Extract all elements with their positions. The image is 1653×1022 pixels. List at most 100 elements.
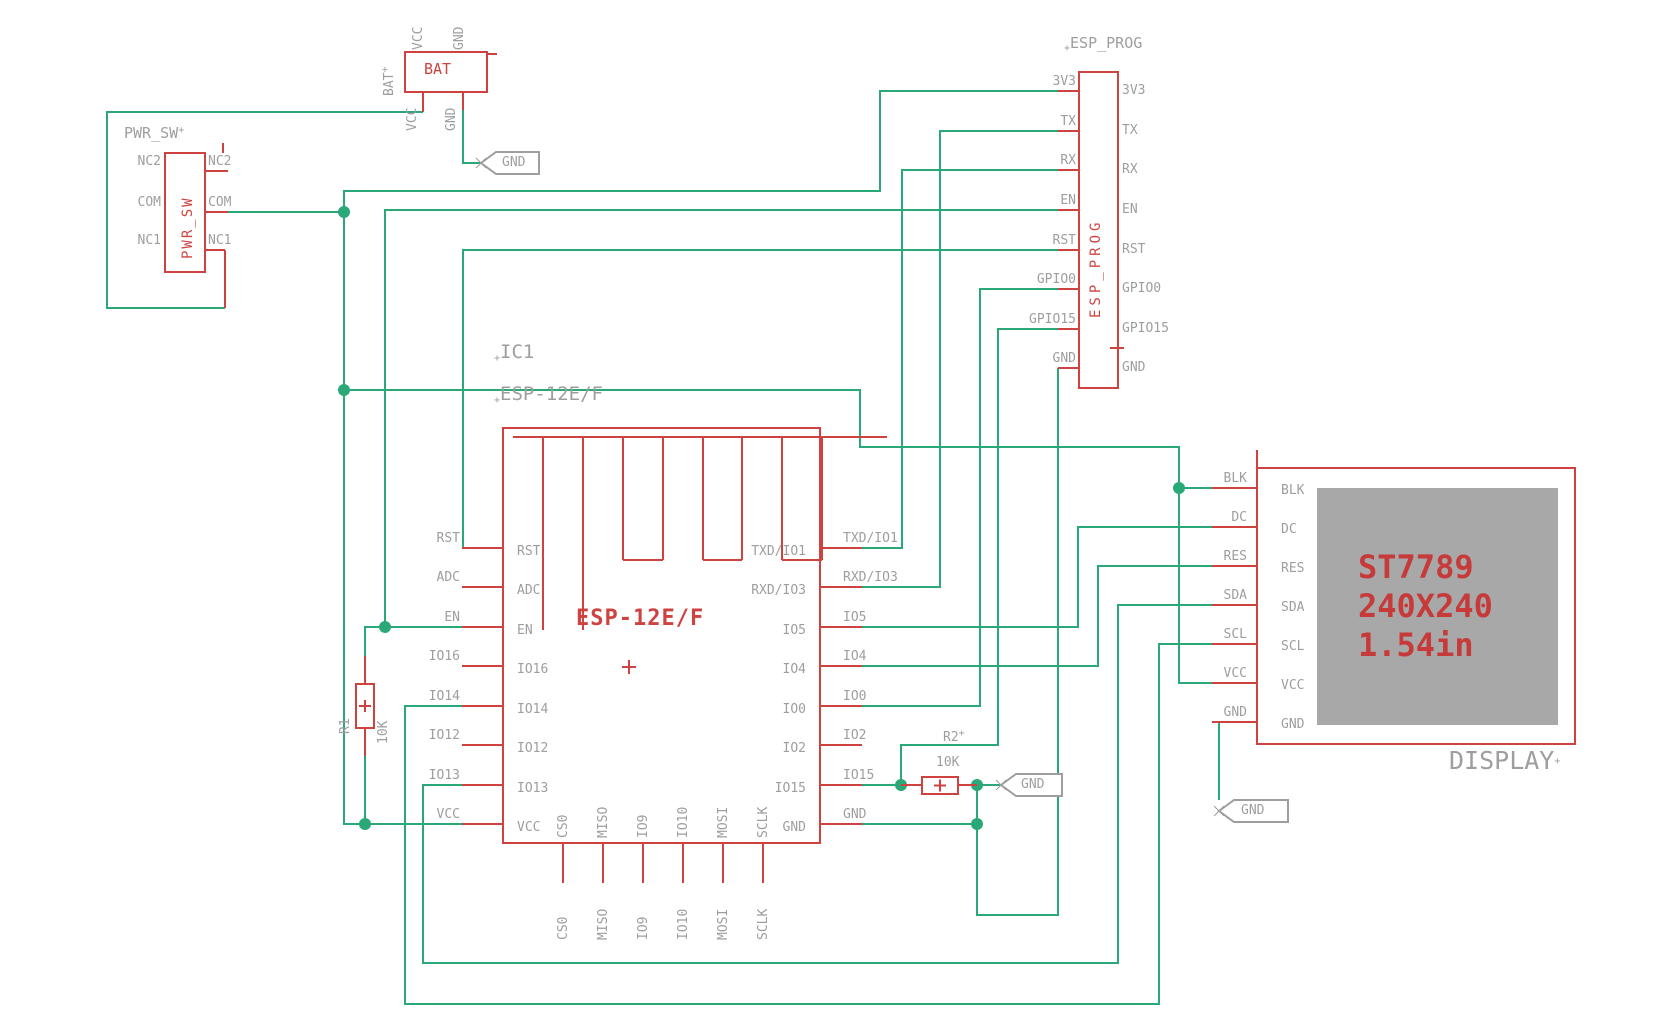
- net-label: IO9: [636, 916, 651, 940]
- net-label: NC2: [208, 154, 232, 169]
- pin-name: IO10: [676, 806, 691, 838]
- pin-name: MOSI: [716, 806, 731, 838]
- pin-name: IO2: [782, 741, 806, 756]
- esp-prog-body: [1078, 71, 1119, 389]
- pin-label: NC2: [137, 154, 161, 169]
- net-label: TXD/IO1: [843, 531, 898, 546]
- gnd-flag: [479, 151, 540, 175]
- ic-name: ESP-12E/F: [576, 606, 705, 631]
- net-label: SCL: [1223, 627, 1247, 642]
- net-label: RXD/IO3: [843, 570, 898, 585]
- pin-name: EN: [517, 623, 533, 638]
- net-label: BLK: [1223, 471, 1247, 486]
- junction-dots: [338, 206, 1185, 830]
- net-label: RX: [1060, 153, 1076, 168]
- net-label: GND: [444, 107, 459, 131]
- esp-prog-name: ESP_PROG: [1088, 218, 1104, 318]
- pin-name: VCC: [1281, 678, 1305, 693]
- net-label: VCC: [436, 807, 460, 822]
- ic-ref: +IC1: [494, 341, 535, 364]
- r1-ref: R1: [338, 718, 353, 734]
- pin-label: COM: [137, 195, 161, 210]
- net-label: IO4: [843, 649, 867, 664]
- pin-name: GND: [782, 820, 806, 835]
- wires[interactable]: [106, 90, 1220, 1005]
- net-label: MOSI: [716, 908, 731, 940]
- pin-name: EN: [1122, 202, 1138, 217]
- r1-value: 10K: [376, 720, 391, 744]
- pin-name: IO5: [782, 623, 806, 638]
- pin-name: IO4: [782, 662, 806, 677]
- net-label: IO16: [428, 649, 460, 664]
- net-label: GND: [1223, 705, 1247, 720]
- net-label: IO5: [843, 610, 867, 625]
- esp-prog-title: +ESP_PROG: [1064, 34, 1143, 55]
- gnd-flags[interactable]: [475, 151, 1289, 823]
- pin-name: RX: [1122, 162, 1138, 177]
- lcd-text-line: 1.54in: [1358, 626, 1474, 664]
- r2-value: 10K: [936, 755, 960, 770]
- bat-ref-label: BAT+: [380, 66, 397, 96]
- net-label: IO10: [676, 908, 691, 940]
- pin-name: VCC: [517, 820, 541, 835]
- net-label: SDA: [1223, 588, 1247, 603]
- net-label: CS0: [556, 916, 571, 940]
- pin-name: IO14: [517, 702, 549, 717]
- net-label: IO15: [843, 768, 875, 783]
- net-label: GPIO0: [1036, 272, 1076, 287]
- pin-name: SDA: [1281, 600, 1305, 615]
- pin-name: TX: [1122, 123, 1138, 138]
- pin-name: GND: [1281, 717, 1305, 732]
- net-label: VCC: [405, 107, 420, 131]
- net-label: SCLK: [756, 908, 771, 940]
- net-label: ADC: [436, 570, 460, 585]
- net-label: GND: [843, 807, 867, 822]
- pin-name: IO13: [517, 781, 549, 796]
- ic-body: [502, 427, 821, 844]
- pin-name: TXD/IO1: [751, 544, 806, 559]
- net-label: RST: [1052, 233, 1076, 248]
- net-label: 3V3: [1052, 74, 1076, 89]
- net-label: GPIO15: [1029, 312, 1076, 327]
- net-label: MISO: [596, 908, 611, 940]
- pin-name: RST: [1122, 242, 1146, 257]
- pin-name: SCLK: [756, 806, 771, 838]
- net-label: IO2: [843, 728, 867, 743]
- net-label: DC: [1231, 510, 1247, 525]
- net-label: COM: [208, 195, 232, 210]
- r2-ref: R2+: [943, 728, 965, 745]
- net-label: EN: [1060, 193, 1076, 208]
- pin-name: GND: [1122, 360, 1146, 375]
- pin-name: IO9: [636, 814, 651, 838]
- pin-label: NC1: [137, 233, 161, 248]
- pin-name: CS0: [556, 814, 571, 838]
- pin-name: GPIO15: [1122, 321, 1169, 336]
- bat-name: BAT: [424, 60, 452, 78]
- pin-name: ADC: [517, 583, 541, 598]
- pwr-sw-name: PWR_SW: [180, 196, 196, 259]
- pin-name: GPIO0: [1122, 281, 1162, 296]
- pin-name: IO0: [782, 702, 806, 717]
- gnd-flag: [1217, 799, 1289, 823]
- bat-body: [404, 51, 488, 93]
- pwr-sw-title: PWR_SW+: [124, 124, 185, 142]
- net-label: IO0: [843, 689, 867, 704]
- net-label: RST: [436, 531, 460, 546]
- pin-name: RXD/IO3: [751, 583, 806, 598]
- gnd-flag-label: GND: [1021, 777, 1045, 792]
- gnd-flag-label: GND: [502, 155, 526, 170]
- pin-name: RES: [1281, 561, 1305, 576]
- pin-name: 3V3: [1122, 83, 1146, 98]
- pin-label: VCC: [411, 26, 426, 50]
- net-label: EN: [444, 610, 460, 625]
- pin-name: IO15: [774, 781, 806, 796]
- lcd-text-line: ST7789: [1358, 548, 1474, 586]
- net-label: IO13: [428, 768, 460, 783]
- pin-name: DC: [1281, 522, 1297, 537]
- lcd-text-line: 240X240: [1358, 587, 1493, 625]
- component-bodies[interactable]: [164, 51, 1576, 883]
- pin-name: RST: [517, 544, 541, 559]
- pin-name: IO12: [517, 741, 549, 756]
